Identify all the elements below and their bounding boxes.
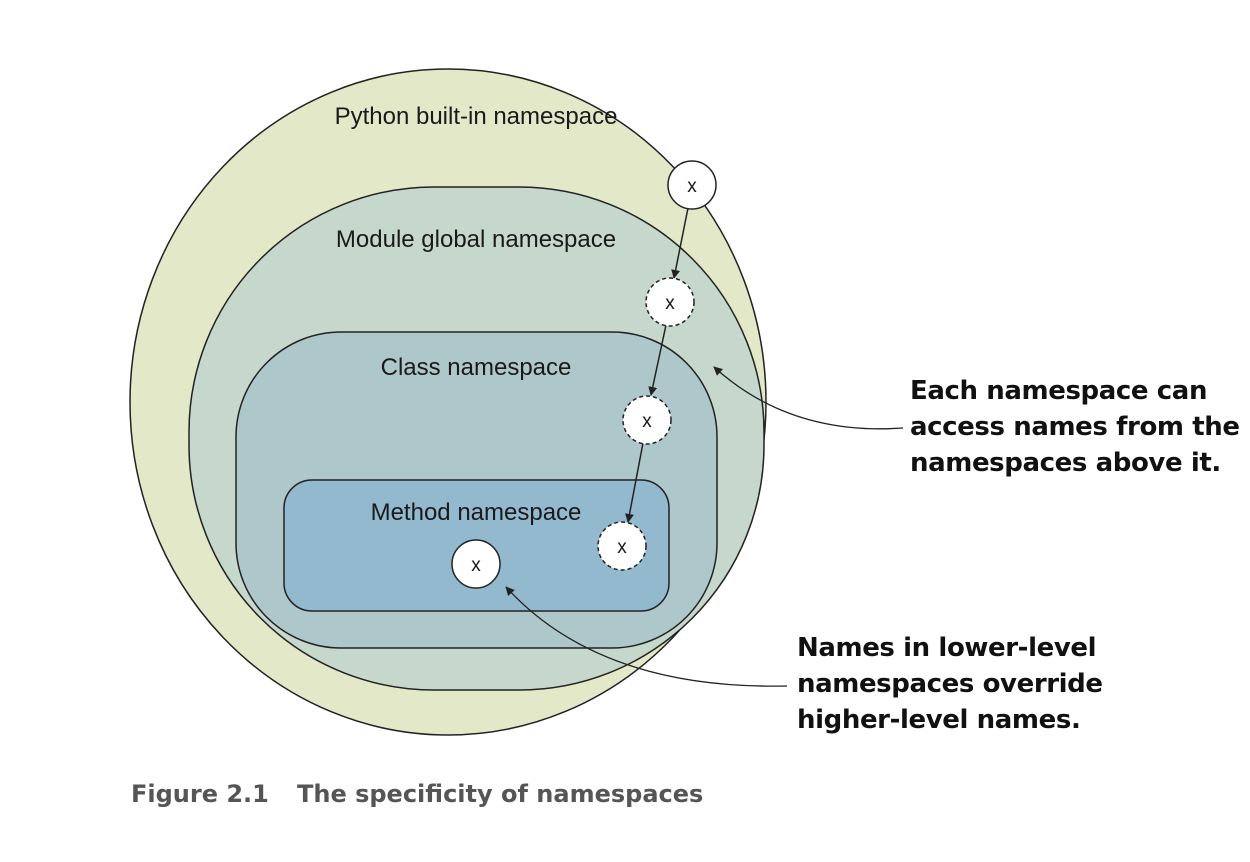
access-callout-line: namespaces above it. <box>910 448 1221 478</box>
class-namespace-label: Class namespace <box>381 354 572 381</box>
access-callout-line: Each namespace can <box>910 376 1207 406</box>
lookup-arrow <box>648 324 667 396</box>
lookup-arrow <box>671 207 689 279</box>
builtin-namespace-label: Python built-in namespace <box>335 103 618 130</box>
override-callout-line: namespaces override <box>797 669 1103 699</box>
variable-module: x <box>645 277 695 327</box>
access-callout-line: access names from the <box>910 412 1240 442</box>
access-callout: Each namespace can access names from the… <box>910 376 1248 478</box>
svg-text:x: x <box>687 176 697 197</box>
variable-method-local: x <box>451 539 501 589</box>
method-namespace-label: Method namespace <box>371 499 582 526</box>
variable-method-inherited: x <box>597 521 647 571</box>
override-callout-leader <box>505 586 788 687</box>
module-namespace-label: Module global namespace <box>336 226 616 253</box>
figure-caption: The specificity of namespaces <box>297 780 703 808</box>
lookup-chain-arrows <box>625 207 689 523</box>
svg-text:x: x <box>665 293 675 314</box>
svg-text:x: x <box>617 537 627 558</box>
svg-text:x: x <box>642 411 652 432</box>
override-callout: Names in lower-level namespaces override… <box>797 633 1111 735</box>
override-callout-line: Names in lower-level <box>797 633 1096 663</box>
lookup-arrow <box>625 442 644 523</box>
access-callout-leader <box>713 366 904 430</box>
figure-number: Figure 2.1 <box>131 780 269 808</box>
override-callout-line: higher-level names. <box>797 705 1080 735</box>
variable-builtin: x <box>667 160 717 210</box>
variable-class: x <box>622 395 672 445</box>
svg-text:x: x <box>471 555 481 576</box>
